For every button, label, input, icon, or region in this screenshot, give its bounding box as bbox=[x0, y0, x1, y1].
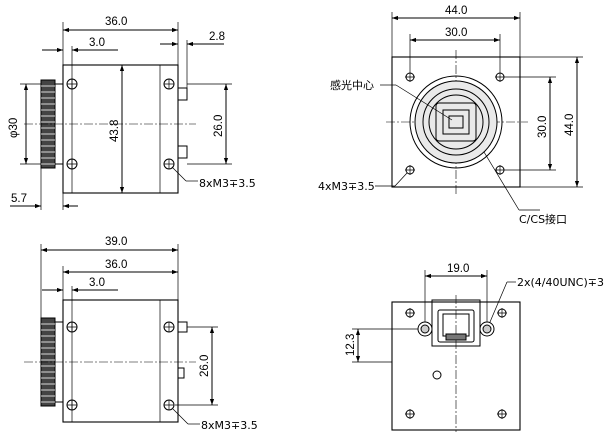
bottom-dim-hole-spacing: 26.0 bbox=[199, 355, 211, 377]
dim-height: 43.8 bbox=[109, 120, 121, 142]
rear-mount-hole bbox=[405, 308, 507, 419]
bottom-dim-width: 36.0 bbox=[105, 259, 127, 271]
mount-type-label: C/CS接口 bbox=[519, 213, 567, 226]
rear-dim-tripod-height: 12.3 bbox=[345, 334, 357, 356]
rear-dimension-lines bbox=[352, 270, 516, 363]
connector bbox=[177, 87, 188, 159]
rear-view: 19.0 12.3 2x(4/40UNC)∓3 bbox=[345, 263, 604, 432]
dim-hole-spacing: 26.0 bbox=[213, 115, 225, 137]
front-dim-height: 44.0 bbox=[564, 114, 576, 136]
front-dim-hole-v: 30.0 bbox=[537, 116, 549, 138]
bottom-hole-callout: 8xM3∓3.5 bbox=[201, 419, 258, 432]
dim-overall-width: 36.0 bbox=[105, 16, 127, 28]
rear-dim-tripod-spacing: 19.0 bbox=[447, 263, 469, 275]
front-view: 44.0 30.0 30.0 44.0 感光中心 4xM3∓3.5 C/CS接口 bbox=[318, 5, 583, 226]
bottom-dimension-lines bbox=[40, 244, 218, 425]
dim-ring-offset: 5.7 bbox=[11, 193, 27, 205]
hole-callout: 8xM3∓3.5 bbox=[199, 177, 256, 190]
dimension-lines bbox=[10, 22, 232, 210]
lens-mount bbox=[409, 75, 503, 169]
camera-body-bottom bbox=[62, 299, 179, 423]
front-dim-hole-h: 30.0 bbox=[445, 27, 467, 39]
side-view-top: 36.0 3.0 2.8 φ30 43.8 26.0 5.7 8xM3∓3.5 bbox=[8, 16, 256, 210]
sensor-center-label: 感光中心 bbox=[330, 78, 374, 92]
side-view-bottom: 39.0 36.0 3.0 26.0 8xM3∓3.5 bbox=[24, 236, 258, 432]
bottom-dim-length: 39.0 bbox=[105, 236, 127, 248]
usb-connector bbox=[431, 299, 481, 347]
dim-diameter: φ30 bbox=[8, 118, 20, 138]
indicator-led bbox=[432, 370, 442, 380]
dim-connector-depth: 2.8 bbox=[209, 31, 225, 43]
mount-hole bbox=[66, 78, 175, 170]
front-hole-callout: 4xM3∓3.5 bbox=[318, 180, 375, 193]
front-mount-hole bbox=[405, 72, 505, 175]
dim-offset: 3.0 bbox=[89, 37, 105, 49]
mount-hole-bottom bbox=[66, 321, 175, 411]
tripod-callout: 2x(4/40UNC)∓3 bbox=[517, 276, 604, 289]
bottom-dim-offset: 3.0 bbox=[89, 277, 105, 289]
front-dimension-lines bbox=[375, 12, 583, 211]
front-dim-width: 44.0 bbox=[445, 5, 467, 17]
